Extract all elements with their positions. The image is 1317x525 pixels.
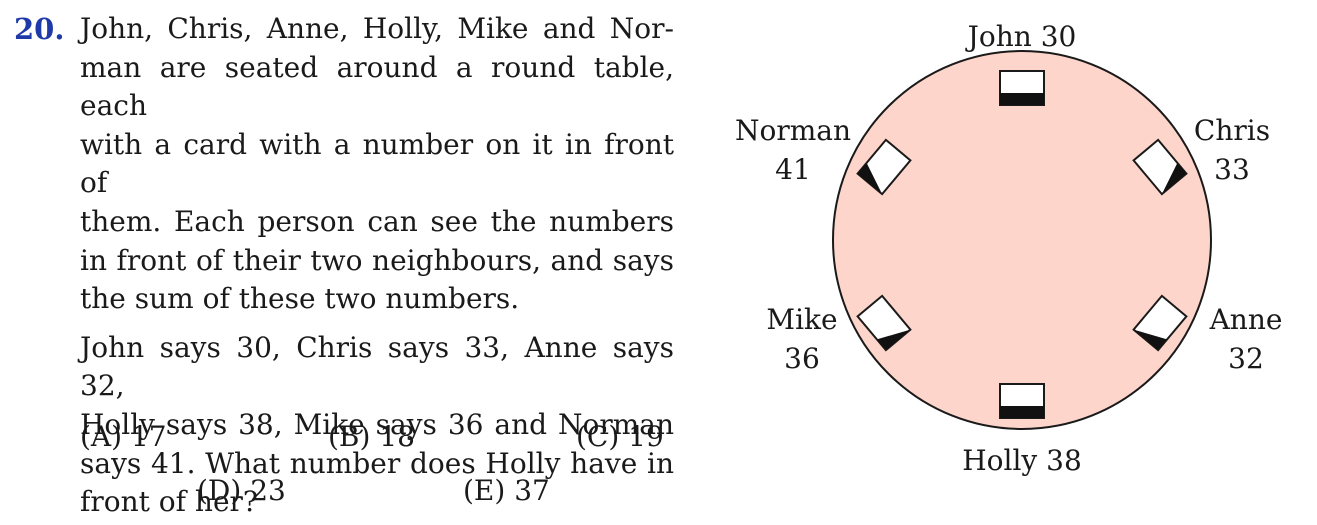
card-chris bbox=[1132, 138, 1188, 196]
label-norman-name: Norman bbox=[735, 114, 851, 147]
card-mike bbox=[856, 294, 912, 352]
label-mike-name: Mike bbox=[766, 303, 837, 336]
problem-line: says 41. What number does Holly have in bbox=[80, 446, 674, 480]
problem-line: them. Each person can see the numbers bbox=[80, 204, 674, 238]
option-a[interactable]: (A) 17 bbox=[80, 420, 167, 453]
problem-line: in front of their two neighbours, and sa… bbox=[80, 243, 674, 277]
card-anne bbox=[1132, 294, 1188, 352]
label-holly: Holly 38 bbox=[962, 444, 1082, 477]
problem-line: the sum of these two numbers. bbox=[80, 282, 520, 316]
problem-paragraph-2: John says 30, Chris says 33, Anne says 3… bbox=[80, 329, 674, 522]
problem-line: front of her? bbox=[80, 485, 258, 519]
round-table bbox=[832, 50, 1212, 430]
label-mike-value: 36 bbox=[784, 342, 820, 375]
label-chris-name: Chris bbox=[1194, 114, 1270, 147]
option-d[interactable]: (D) 23 bbox=[197, 474, 286, 507]
label-john: John 30 bbox=[965, 20, 1077, 53]
card-norman bbox=[856, 138, 912, 196]
problem-line: Holly says 38, Mike says 36 and Norman bbox=[80, 407, 674, 441]
problem-line: with a card with a number on it in front… bbox=[80, 127, 674, 200]
problem-line: John, Chris, Anne, Holly, Mike and Nor- bbox=[80, 12, 674, 45]
label-chris-value: 33 bbox=[1214, 153, 1250, 186]
problem-line: man are seated around a round table, eac… bbox=[80, 50, 674, 123]
option-e[interactable]: (E) 37 bbox=[463, 474, 550, 507]
problem-paragraph-1: John, Chris, Anne, Holly, Mike and Nor- … bbox=[80, 10, 674, 319]
problem-line: John says 30, Chris says 33, Anne says 3… bbox=[80, 330, 674, 403]
label-anne-name: Anne bbox=[1209, 303, 1283, 336]
card-john bbox=[999, 70, 1045, 106]
question-number: 20. bbox=[14, 12, 65, 46]
table-diagram: John 30 Chris 33 Norman 41 Anne 32 Mike … bbox=[735, 20, 1283, 477]
option-b[interactable]: (B) 18 bbox=[328, 420, 415, 453]
problem-block: 20. John, Chris, Anne, Holly, Mike and N… bbox=[14, 10, 674, 522]
option-c[interactable]: (C) 19 bbox=[576, 420, 664, 453]
round-table-figure: John 30 Chris 33 Norman 41 Anne 32 Mike … bbox=[720, 0, 1317, 525]
card-holly bbox=[999, 383, 1045, 419]
label-norman-value: 41 bbox=[775, 153, 811, 186]
label-anne-value: 32 bbox=[1228, 342, 1264, 375]
